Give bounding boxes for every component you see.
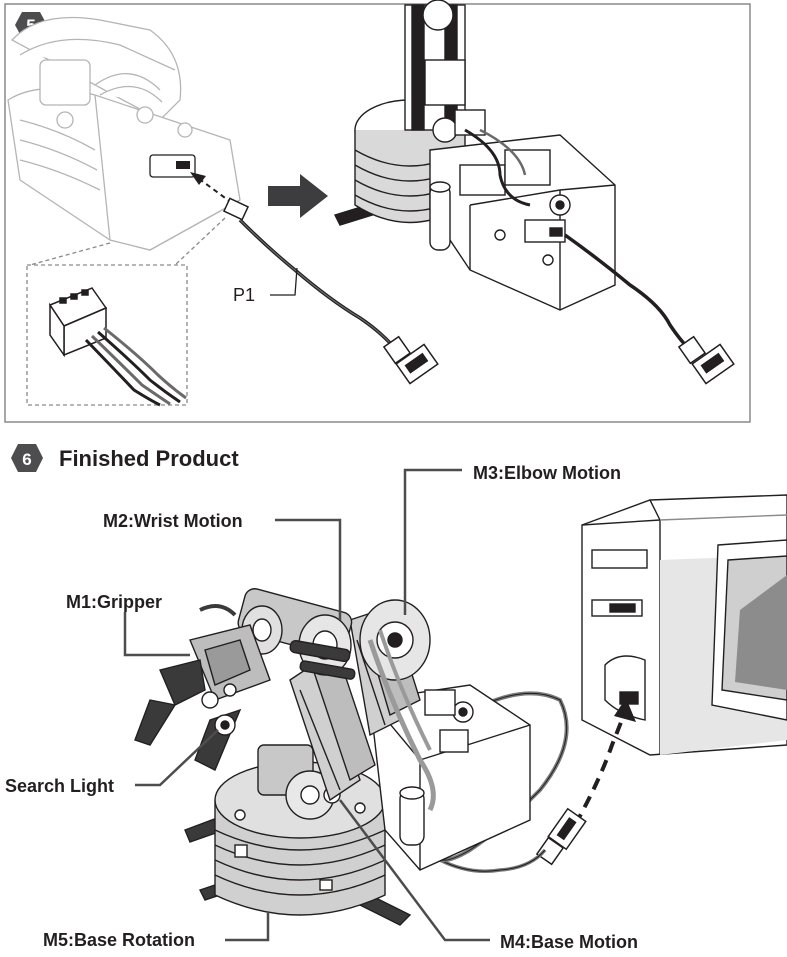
step6-title: Finished Product	[59, 446, 239, 471]
computer-monitor	[711, 539, 787, 721]
inset-wires	[84, 326, 187, 407]
m2-leader	[275, 518, 342, 620]
step6-badge: 6	[11, 444, 43, 472]
m5-label: M5:Base Rotation	[43, 930, 195, 950]
m3-leader	[403, 468, 462, 615]
m4-label: M4:Base Motion	[500, 932, 638, 952]
computer	[581, 494, 787, 756]
search-light	[214, 714, 236, 736]
search-light-label: Search Light	[5, 776, 114, 796]
m1-leader	[123, 612, 190, 657]
step5-panel: 5	[4, 0, 751, 423]
m5-leader	[225, 912, 270, 942]
p1-label: P1	[233, 285, 255, 305]
wrist-assembly	[237, 588, 356, 680]
usb-plug-step5	[677, 335, 735, 385]
step-arrow	[268, 174, 328, 218]
p1-callout: P1	[233, 267, 298, 305]
m4-leader	[339, 799, 490, 942]
robotic-arm	[134, 588, 531, 926]
m1-label: M1:Gripper	[66, 592, 162, 612]
p1-usb-plug	[382, 335, 439, 385]
m2-label: M2:Wrist Motion	[103, 511, 243, 531]
m3-label: M3:Elbow Motion	[473, 463, 621, 483]
p1-cable	[222, 197, 394, 347]
inset-connector	[48, 287, 108, 358]
p1-connector	[222, 197, 250, 221]
search-light-leader	[135, 729, 219, 787]
usb-plug-step6	[535, 807, 587, 866]
callout-labels: M3:Elbow Motion M2:Wrist Motion M1:Gripp…	[5, 463, 638, 952]
gripper	[134, 604, 271, 771]
insert-arrow	[190, 172, 233, 204]
computer-connect-arrow	[573, 698, 636, 826]
step6-section: 6 Finished Product	[5, 444, 787, 952]
connector-detail-inset	[26, 217, 226, 407]
ghost-arm-base	[7, 16, 241, 251]
elbow-joint	[359, 599, 436, 812]
control-box	[369, 684, 531, 871]
assembled-arm-step5	[334, 0, 692, 352]
callout-lines	[123, 468, 490, 942]
step6-number: 6	[22, 450, 31, 469]
